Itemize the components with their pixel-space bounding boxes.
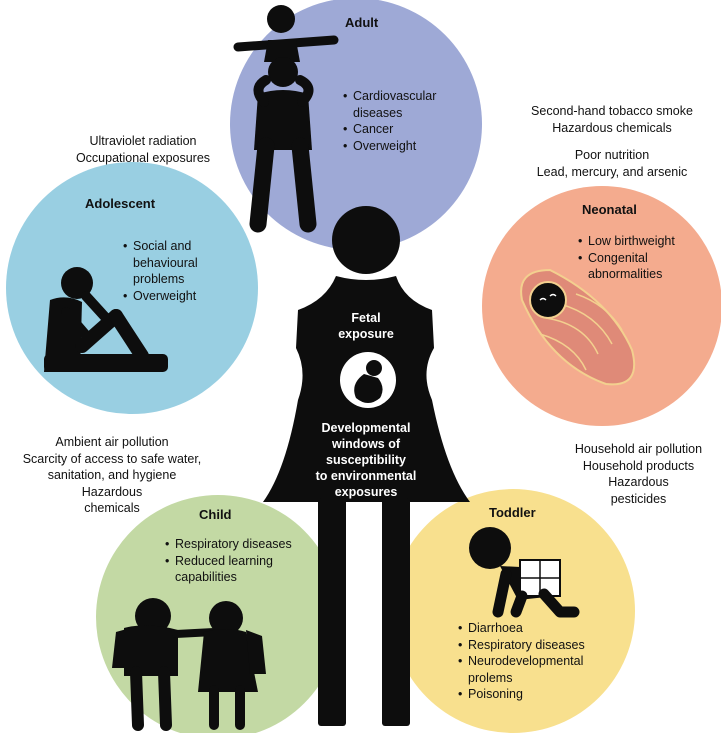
adolescent-effects-list: Social and behavioural problems Overweig… xyxy=(123,238,198,304)
swaddled-baby-icon xyxy=(520,268,636,386)
developmental-windows-label: Developmental windows of susceptibility … xyxy=(315,421,417,499)
list-item: capabilities xyxy=(175,570,237,584)
list-item: Cardiovascular xyxy=(343,88,436,105)
child-title: Child xyxy=(199,507,232,522)
list-item: Social and xyxy=(123,238,198,255)
adult-effects-list: Cardiovascular diseases Cancer Overweigh… xyxy=(343,88,436,154)
list-item: behavioural xyxy=(133,255,198,270)
list-item: Poisoning xyxy=(458,686,585,703)
fetal-exposure-label: Fetal exposure xyxy=(338,311,394,341)
list-item: Neurodevelopmental xyxy=(458,653,585,670)
exposures-top-right-a: Second-hand tobacco smoke Hazardous chem… xyxy=(531,104,693,135)
list-item: abnormalities xyxy=(588,267,663,281)
toddler-title: Toddler xyxy=(489,505,536,520)
exposures-top-left: Ultraviolet radiation Occupational expos… xyxy=(75,134,211,165)
adult-title: Adult xyxy=(345,15,379,30)
adolescent-title: Adolescent xyxy=(85,196,156,211)
list-item: Low birthweight xyxy=(578,233,675,250)
two-children-icon xyxy=(112,598,266,731)
child-effects-list: Respiratory diseases Reduced learning ca… xyxy=(165,536,292,586)
sitting-teen-icon xyxy=(44,267,168,372)
list-item: Diarrhoea xyxy=(458,620,585,637)
neonatal-effects-list: Low birthweight Congenital abnormalities xyxy=(578,233,675,283)
list-item: prolems xyxy=(468,670,513,685)
list-item: diseases xyxy=(353,105,403,120)
list-item: problems xyxy=(133,272,185,286)
neonatal-title: Neonatal xyxy=(582,202,637,217)
exposures-left: Ambient air pollution Scarcity of access… xyxy=(22,435,202,515)
list-item: Cancer xyxy=(343,121,436,138)
exposures-top-right-b: Poor nutrition Lead, mercury, and arseni… xyxy=(536,148,688,179)
list-item: Reduced learning xyxy=(165,553,292,570)
fetus-icon xyxy=(340,352,396,408)
list-item: Respiratory diseases xyxy=(458,637,585,654)
toddler-effects-list: Diarrhoea Respiratory diseases Neurodeve… xyxy=(458,620,585,703)
list-item: Congenital xyxy=(578,250,675,267)
list-item: Respiratory diseases xyxy=(165,536,292,553)
list-item: Overweight xyxy=(343,138,436,155)
parent-carrying-child-icon xyxy=(233,5,339,233)
list-item: Overweight xyxy=(123,288,198,305)
exposures-right: Household air pollution Household produc… xyxy=(574,442,703,506)
crawling-toddler-icon xyxy=(469,527,580,618)
